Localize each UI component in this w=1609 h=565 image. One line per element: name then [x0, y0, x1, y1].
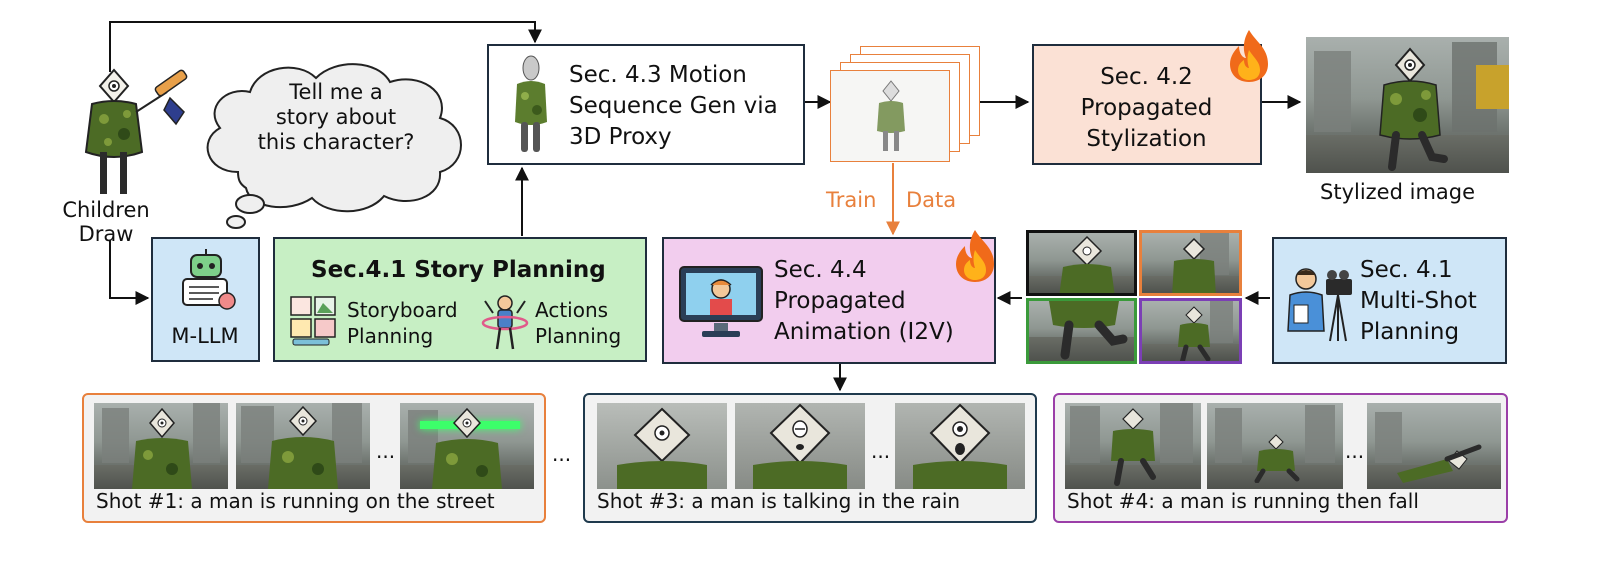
shot-1-character-1: [132, 407, 192, 489]
animation-line2: Propagated: [774, 288, 906, 315]
shot-4-panel: ... Shot #4: a man is running then fall: [1053, 393, 1508, 523]
storyboard-line1: Storyboard: [347, 298, 458, 322]
grid-shot-bottom-right: [1139, 298, 1242, 364]
stylization-text: Sec. 4.2 Propagated Stylization: [1034, 62, 1259, 155]
animation-line3: Animation (I2V): [774, 319, 954, 346]
animation-line1: Sec. 4.4: [774, 257, 867, 283]
monitor-icon: [679, 266, 763, 337]
grid-character-2: [1172, 237, 1216, 293]
shot-3-frame-3: [895, 403, 1025, 489]
storyboard-line2: Planning: [347, 324, 434, 348]
shot-4-character-1: [1111, 408, 1156, 486]
shot-1-character-3: [432, 407, 502, 489]
shot-1-frame-3: [400, 403, 534, 489]
robot-icon: [182, 249, 236, 310]
animation-text: Sec. 4.4 Propagated Animation (I2V): [774, 255, 954, 348]
motion-line3: 3D Proxy: [569, 124, 672, 151]
grid-shot-bottom-left: [1026, 298, 1137, 364]
shot-3-frame-1: [597, 403, 727, 489]
motion-sequence-box: Sec. 4.3 Motion Sequence Gen via 3D Prox…: [487, 44, 805, 165]
shot-1-frame-2: [236, 403, 370, 489]
stylized-image-label: Stylized image: [1320, 180, 1476, 204]
child-drawing-illustration: [72, 64, 192, 198]
shot-4-character-2: [1254, 434, 1300, 483]
grid-character-1: [1059, 235, 1115, 293]
shot-1-panel: ... Shot #1: a man is running on the str…: [82, 393, 546, 523]
frame-layer-1: [830, 70, 950, 162]
thought-bubble-text: Tell me a story about this character?: [236, 80, 436, 156]
shot-3-character-2: [753, 403, 847, 489]
motion-line1: Sec. 4.3 Motion: [569, 62, 747, 88]
multishot-line1: Sec. 4.1: [1360, 257, 1453, 283]
bubble-line1: Tell me a: [289, 80, 383, 104]
shot-3-panel: ... Shot #3: a man is talking in the rai…: [583, 393, 1037, 523]
stylization-box: Sec. 4.2 Propagated Stylization: [1032, 44, 1262, 165]
child-drawing-icon: [84, 68, 188, 194]
multishot-line3: Planning: [1360, 319, 1460, 346]
shot-1-ellipsis: ...: [376, 439, 396, 463]
actions-line2: Planning: [535, 324, 622, 348]
bubble-line2: story about: [275, 105, 397, 130]
story-planning-box: Sec.4.1 Story Planning Storyboard Planni…: [273, 237, 647, 362]
arrow-drawing-to-mllm: [109, 240, 150, 305]
3d-proxy-icon: [515, 55, 547, 152]
actions-label: Actions Planning: [535, 297, 621, 349]
shot-4-ellipsis: ...: [1345, 439, 1365, 463]
shot-1-character-2: [268, 405, 338, 489]
frame-stack: [830, 46, 980, 164]
shot-3-ellipsis: ...: [871, 439, 891, 463]
shot-3-character-3: [913, 403, 1007, 489]
stylization-line3: Stylization: [1086, 126, 1207, 153]
story-planning-title: Sec.4.1 Story Planning: [311, 257, 606, 283]
grid-shot-top-right: [1139, 230, 1242, 296]
multishot-line2: Multi-Shot: [1360, 288, 1477, 315]
shot-1-caption: Shot #1: a man is running on the street: [96, 489, 495, 513]
stylized-character: [1379, 47, 1448, 171]
actions-line1: Actions: [535, 298, 609, 322]
mllm-box: M-LLM: [151, 237, 260, 362]
storyboard-icon: [290, 296, 336, 346]
thought-bubble-shape: [206, 63, 462, 229]
grid-shot-top-left: [1026, 230, 1137, 296]
stylization-line2: Propagated: [1080, 95, 1213, 122]
shot-4-caption: Shot #4: a man is running then fall: [1067, 489, 1419, 513]
children-draw-line2: Draw: [78, 222, 134, 247]
stylized-bus: [1476, 65, 1509, 109]
train-label: Train: [826, 188, 877, 212]
motion-text: Sec. 4.3 Motion Sequence Gen via 3D Prox…: [569, 60, 778, 153]
stylized-image: [1306, 37, 1509, 173]
storyboard-label: Storyboard Planning: [347, 297, 458, 349]
fire-icon-animation: [956, 230, 994, 282]
data-label: Data: [906, 188, 957, 212]
mllm-label: M-LLM: [171, 324, 239, 348]
children-draw-line1: Children: [62, 198, 150, 222]
shot-4-character-3: [1397, 444, 1482, 483]
stylization-line1: Sec. 4.2: [1100, 64, 1193, 90]
children-draw-label: Children Draw: [56, 198, 156, 246]
shot-4-frame-2: [1207, 403, 1343, 489]
motion-line2: Sequence Gen via: [569, 93, 778, 120]
grid-character-3: [1049, 301, 1128, 360]
shot-4-frame-1: [1065, 403, 1201, 489]
cameraman-icon: [1287, 268, 1352, 342]
shot-1-frame-1: [94, 403, 228, 489]
multishot-planning-box: Sec. 4.1 Multi-Shot Planning: [1272, 237, 1507, 364]
actions-icon: [481, 295, 529, 350]
arrow-drawing-to-motion: [109, 21, 542, 72]
shot-3-caption: Shot #3: a man is talking in the rain: [597, 489, 961, 513]
multishot-text: Sec. 4.1 Multi-Shot Planning: [1360, 255, 1477, 348]
grid-character-4: [1178, 306, 1211, 361]
fire-icon-stylization: [1230, 30, 1268, 82]
shot-3-frame-2: [735, 403, 865, 489]
shots-ellipsis: ...: [552, 442, 572, 466]
bubble-line3: this character?: [257, 130, 415, 155]
animation-box: Sec. 4.4 Propagated Animation (I2V): [662, 237, 996, 364]
shot-3-character-1: [617, 407, 707, 489]
frame-figure-icon: [877, 80, 905, 151]
shot-4-frame-3: [1367, 403, 1501, 489]
